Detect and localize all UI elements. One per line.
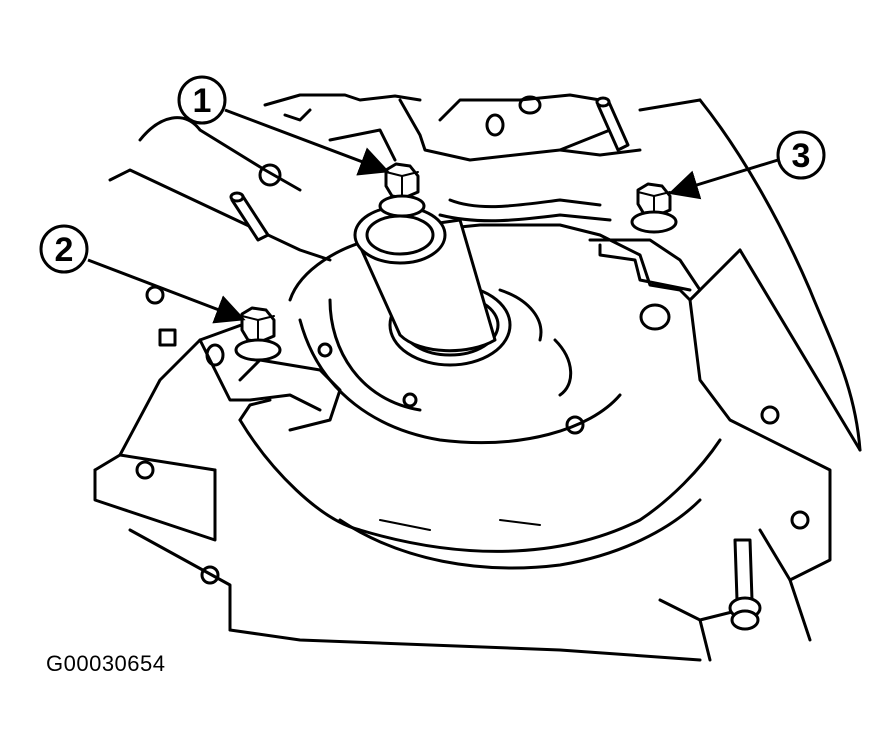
bolt-2 — [234, 306, 282, 362]
bolt-1 — [378, 162, 426, 218]
callout-1-number: 1 — [193, 82, 212, 120]
studs — [158, 96, 762, 631]
callout-2: 2 — [39, 224, 246, 324]
callout-3-number: 3 — [792, 137, 811, 175]
bolt-3 — [630, 182, 678, 234]
callout-1: 1 — [177, 75, 390, 176]
callout-2-number: 2 — [55, 231, 74, 269]
figure-id-label: G00030654 — [46, 651, 166, 676]
mounting-holes — [135, 95, 810, 585]
callout-3: 3 — [668, 130, 826, 200]
shaft-housing — [353, 205, 573, 397]
engine-block — [93, 93, 862, 662]
